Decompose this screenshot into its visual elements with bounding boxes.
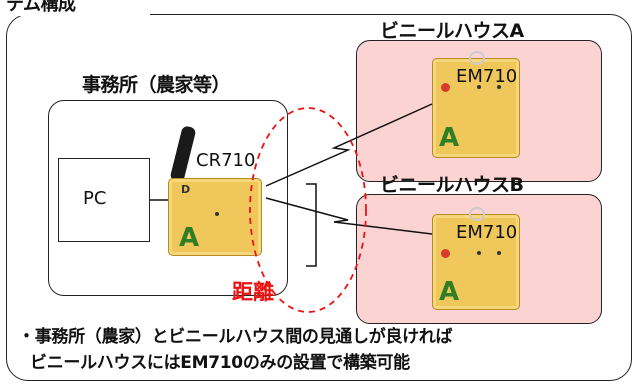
note-line-2: ビニールハウスにはEM710のみの設置で構築可能 (30, 353, 410, 373)
logo-icon: A (439, 277, 460, 307)
header-tab: テム構成 (0, 0, 150, 16)
hanger-ring-icon (469, 207, 485, 221)
greenhouse-b-title: ビニールハウスB (380, 174, 524, 196)
logo-icon: A (179, 223, 200, 253)
distance-label: 距離 (232, 280, 274, 304)
led-icon (215, 212, 219, 216)
distance-bracket (306, 183, 317, 267)
header-title-fragment: テム構成 (6, 0, 76, 15)
cr710-device: D A (168, 178, 262, 256)
hanger-ring-icon (469, 51, 485, 65)
wireless-link-b (265, 197, 433, 235)
em710-b-label: EM710 (456, 222, 518, 243)
note-line-1: ・事務所（農家）とビニールハウス間の見通しが良ければ (18, 327, 453, 347)
range-ellipse (249, 107, 367, 313)
em710-device-b: A (432, 207, 520, 310)
led-icon (477, 85, 481, 89)
pc-label: PC (83, 188, 107, 209)
office-title: 事務所（農家等） (82, 74, 231, 96)
cr710-label: CR710 (196, 150, 256, 171)
pc-box: PC (58, 158, 150, 242)
em710-device-a: A (432, 51, 520, 158)
led-icon (477, 251, 481, 255)
logo-icon: A (439, 123, 460, 153)
red-button-icon (441, 249, 450, 258)
sensor-icon (497, 251, 501, 255)
red-button-icon (441, 83, 450, 92)
greenhouse-a-title: ビニールハウスA (380, 20, 524, 42)
wireless-link-a (265, 103, 433, 187)
em710-a-label: EM710 (456, 66, 518, 87)
sensor-icon (497, 85, 501, 89)
device-badge-icon: D (181, 183, 191, 196)
